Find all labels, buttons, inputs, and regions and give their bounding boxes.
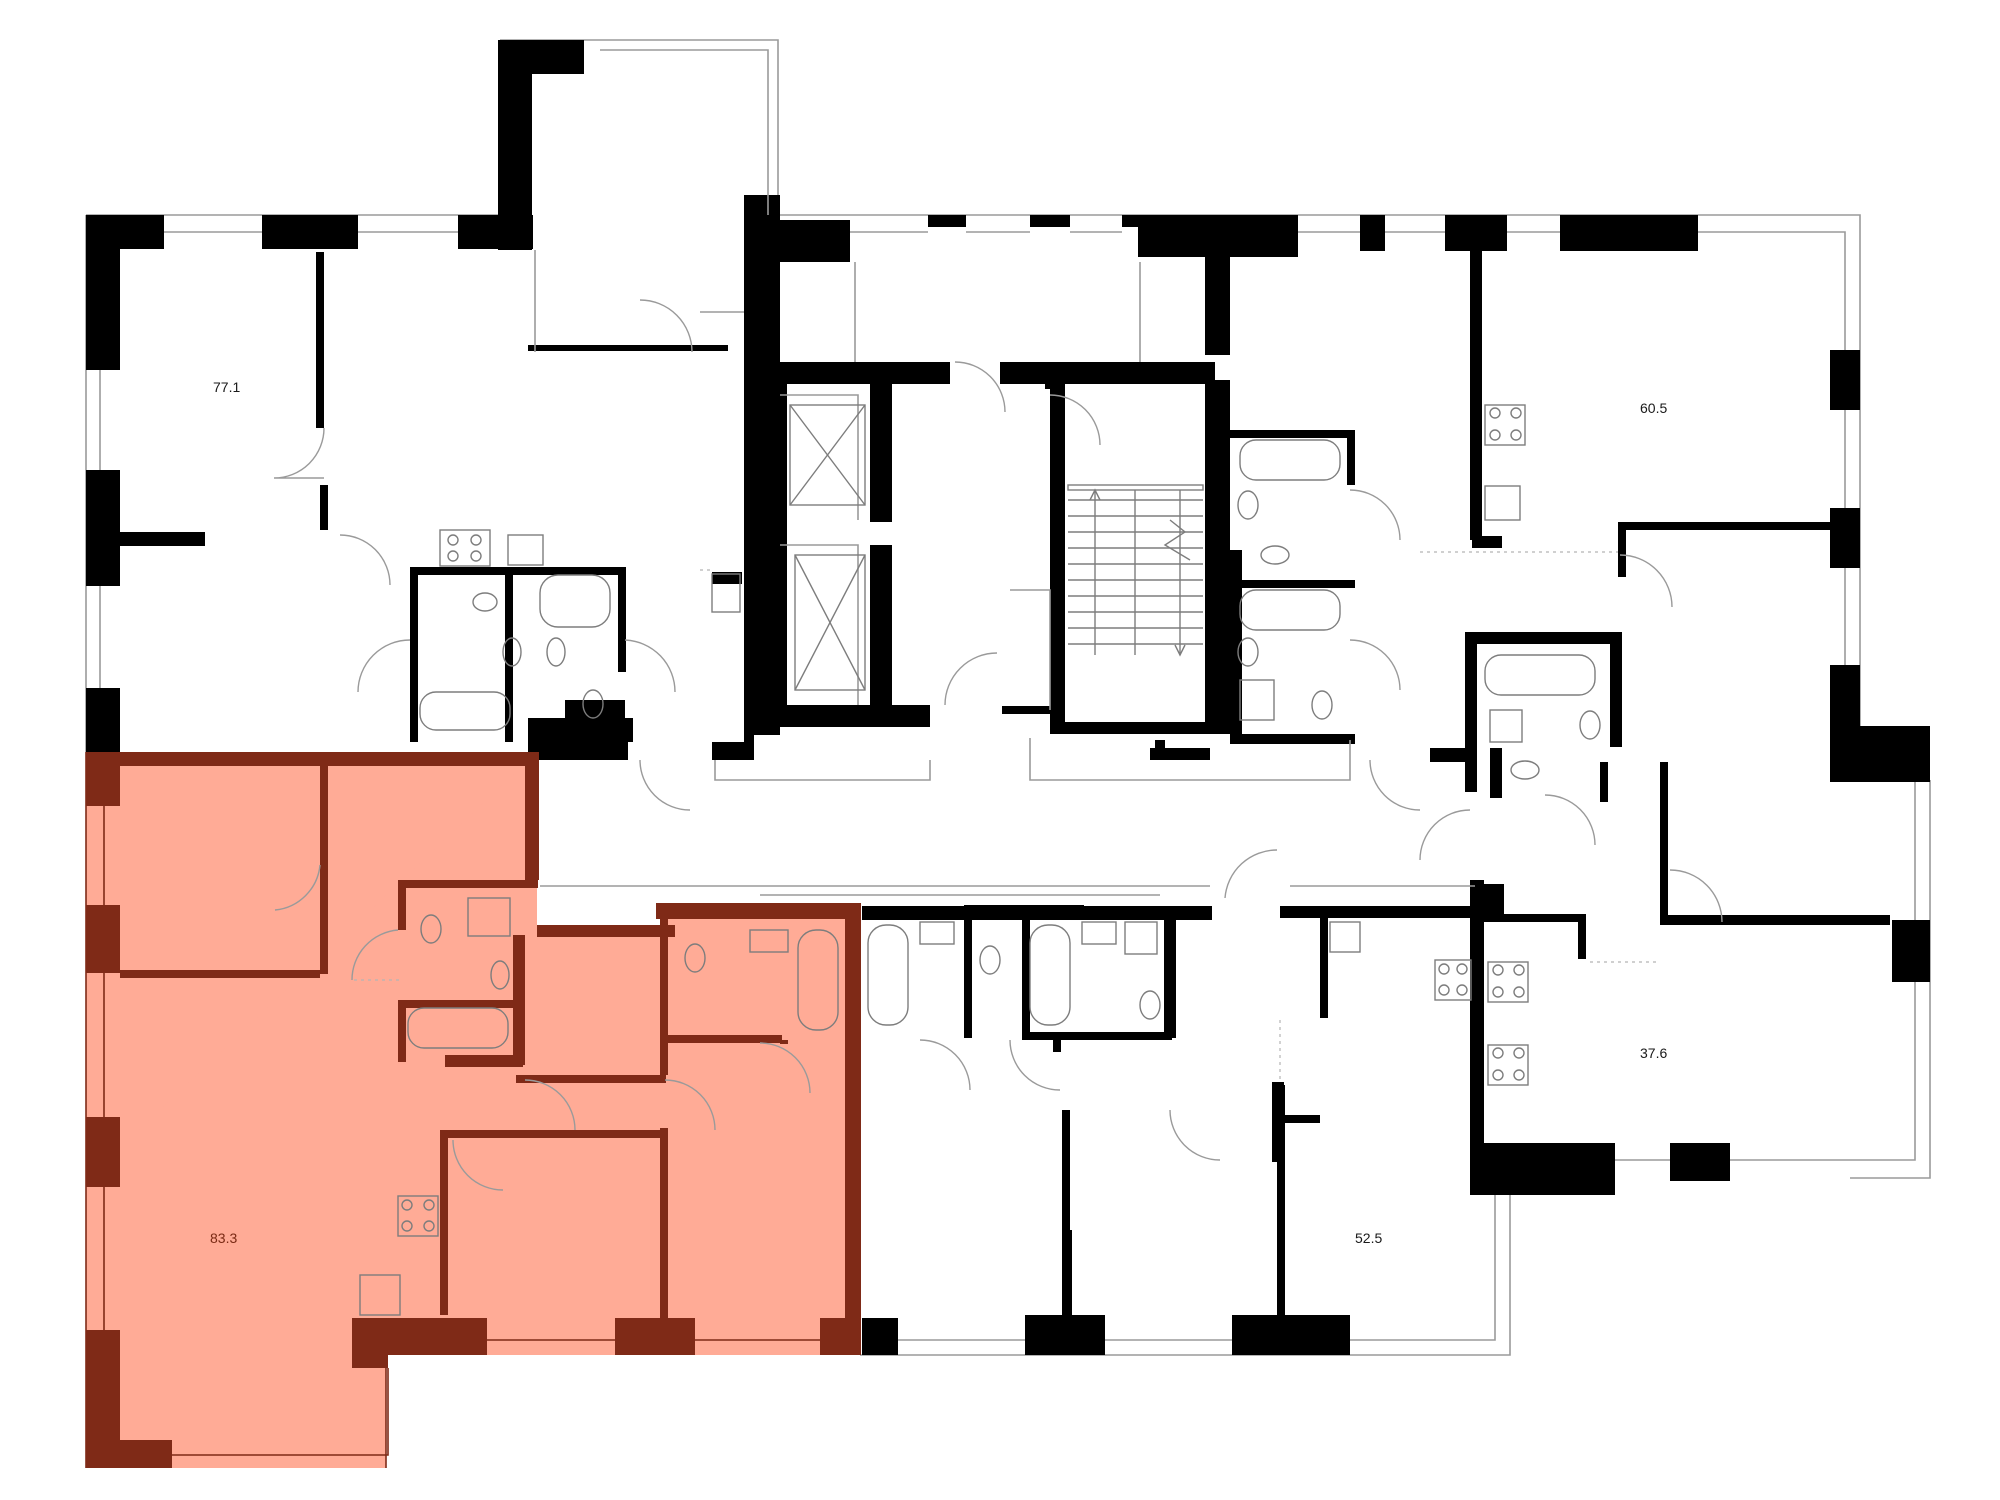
unit-83-3-area: 83.3 bbox=[210, 1230, 237, 1246]
unit-52-5-area: 52.5 bbox=[1355, 1230, 1382, 1246]
windows bbox=[99, 49, 1916, 1456]
unit-77-1-area: 77.1 bbox=[213, 379, 240, 395]
partitions bbox=[354, 250, 1660, 1082]
stairs bbox=[1067, 484, 1204, 657]
unit-60-5-area: 60.5 bbox=[1640, 400, 1667, 416]
walls bbox=[86, 40, 1930, 1355]
elevators bbox=[711, 404, 866, 691]
unit-83-3-walls[interactable] bbox=[86, 752, 861, 1468]
bathroom-fixtures bbox=[359, 404, 1601, 1316]
unit-37-6-area: 37.6 bbox=[1640, 1045, 1667, 1061]
unit-83-3-fill[interactable] bbox=[86, 752, 860, 1468]
door-swings bbox=[273, 299, 1723, 1191]
